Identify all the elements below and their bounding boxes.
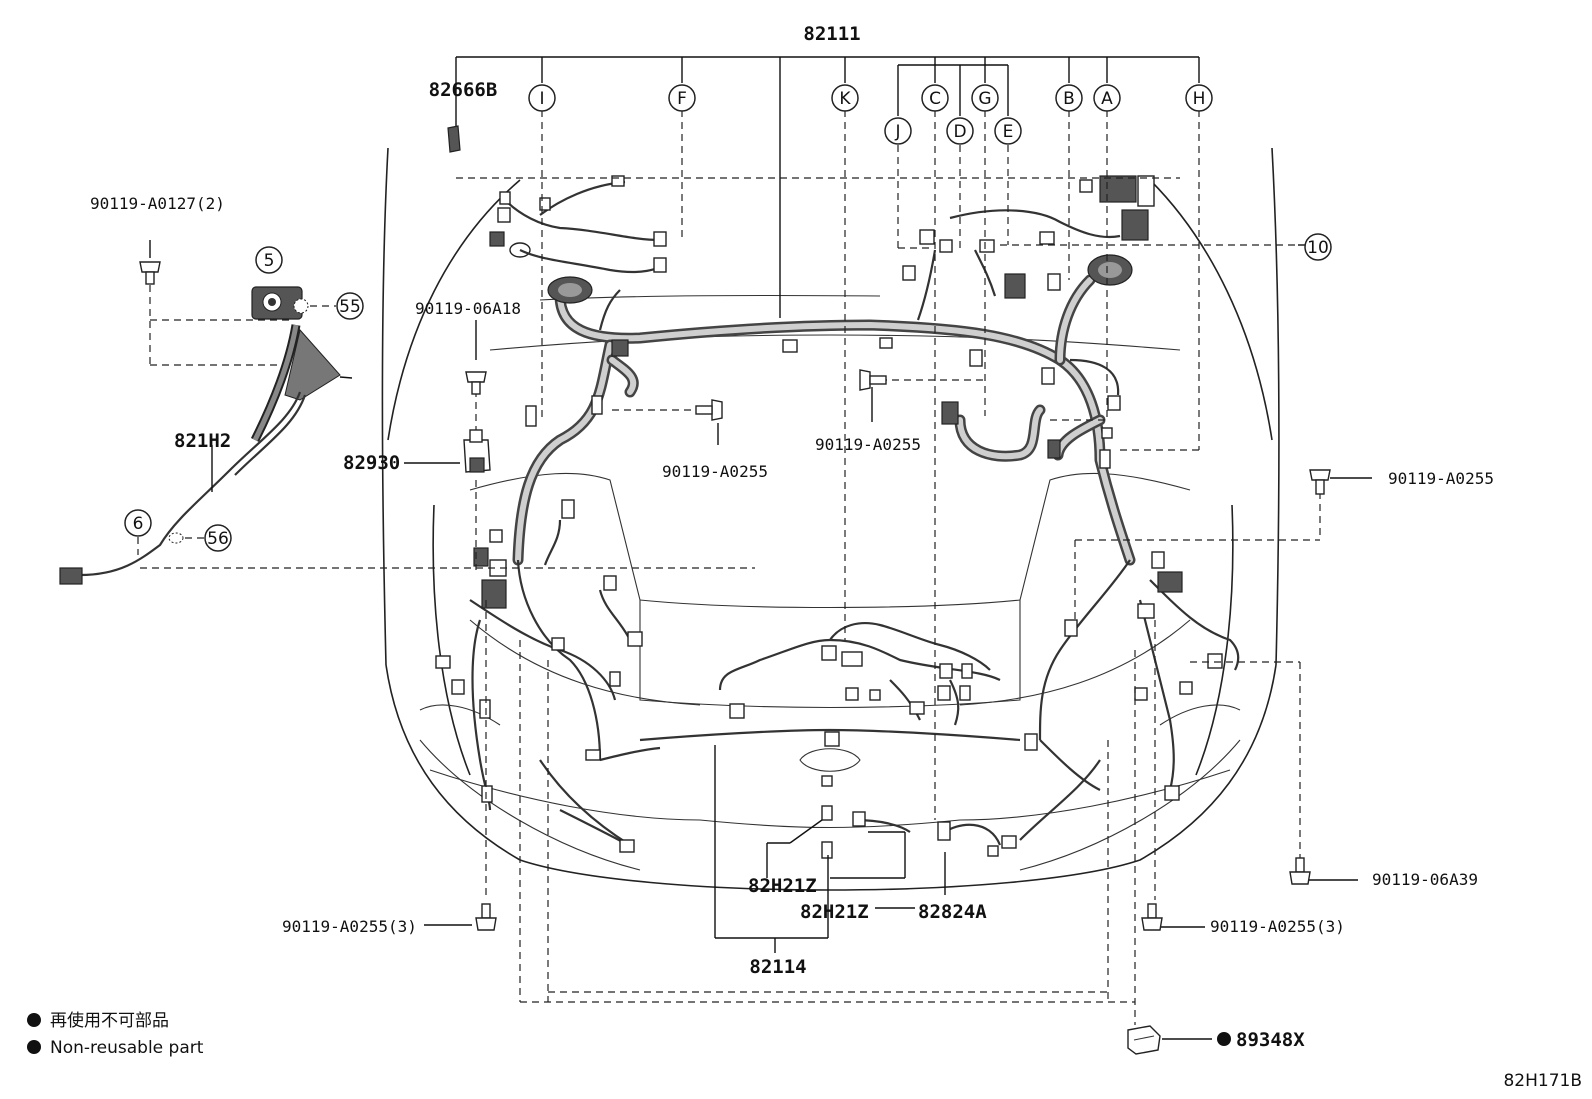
nonreusable-dot-89348x [1217,1032,1231,1046]
clip-89348x-icon [1127,1025,1161,1055]
legend-text-en: Non-reusable part [50,1038,204,1058]
relay-82930-icon [463,429,491,473]
circled-callouts: I F K J C D G E B A H 10 5 55 6 56 [124,84,1332,555]
sub-harness-821h2 [59,286,353,585]
label-89348x: 89348X [1236,1029,1305,1051]
vehicle-body-outline [381,147,1280,891]
part-labels: 82111 82666B 90119-A0127(2) 90119-06A18 … [90,23,1582,1091]
callout-D: D [953,122,966,142]
callout-10: 10 [1307,238,1329,258]
label-90119-a0255-right: 90119-A0255 [1388,469,1494,488]
callout-B: B [1063,89,1075,109]
dashed-leaders [140,110,1321,1025]
callout-C: C [929,89,941,109]
legend-dot-en [27,1040,41,1054]
label-90119-a0255-mid: 90119-A0255 [662,462,768,481]
bolt-a0255-mid-icon [695,399,723,421]
callout-leaders-top [149,56,1372,1040]
legend-text-jp: 再使用不可部品 [50,1010,169,1031]
label-90119-a0255-3-right: 90119-A0255(3) [1210,917,1345,936]
bolt-a0255-center-icon [859,369,887,391]
legend-dot-jp [27,1013,41,1027]
callout-55: 55 [339,297,361,317]
connectors [435,175,1223,859]
label-90119-06a18: 90119-06A18 [415,299,521,318]
label-82930: 82930 [343,452,400,474]
callout-G: G [978,89,991,109]
label-821h2: 821H2 [174,430,231,452]
callout-A: A [1101,89,1113,109]
bolt-06a18-icon [465,371,487,395]
label-90119-a0255-3-left: 90119-A0255(3) [282,917,417,936]
grommets [509,242,1133,304]
bracket-82666b-icon [447,125,461,153]
label-82824a: 82824A [918,901,987,923]
callout-J: J [894,122,900,142]
label-diagram-code: 82H171B [1503,1071,1582,1091]
callout-E: E [1003,122,1014,142]
callout-5: 5 [264,251,275,271]
label-90119-06a39: 90119-06A39 [1372,870,1478,889]
callout-F: F [677,89,687,109]
bolt-a0255-3-left-icon [475,903,497,931]
main-engine-harness [512,274,1136,566]
callout-K: K [839,89,851,109]
label-82666b: 82666B [429,79,498,101]
callout-I: I [539,89,544,109]
bolt-a0127-icon [139,261,161,285]
callout-56: 56 [207,529,229,549]
callout-H: H [1193,89,1206,109]
legend: 再使用不可部品 Non-reusable part [50,1010,204,1058]
label-82111: 82111 [803,23,860,45]
label-90119-a0127: 90119-A0127(2) [90,194,225,213]
bolts-and-fasteners [27,125,1331,1055]
bolt-a0255-right-icon [1309,469,1331,495]
label-82h21z-2: 82H21Z [800,901,869,923]
label-90119-a0255-center: 90119-A0255 [815,435,921,454]
label-82114: 82114 [749,956,806,978]
callout-6: 6 [133,514,144,534]
label-82h21z-1: 82H21Z [748,875,817,897]
bolt-06a39-icon [1289,857,1311,885]
bolt-a0255-3-right-icon [1141,903,1163,931]
